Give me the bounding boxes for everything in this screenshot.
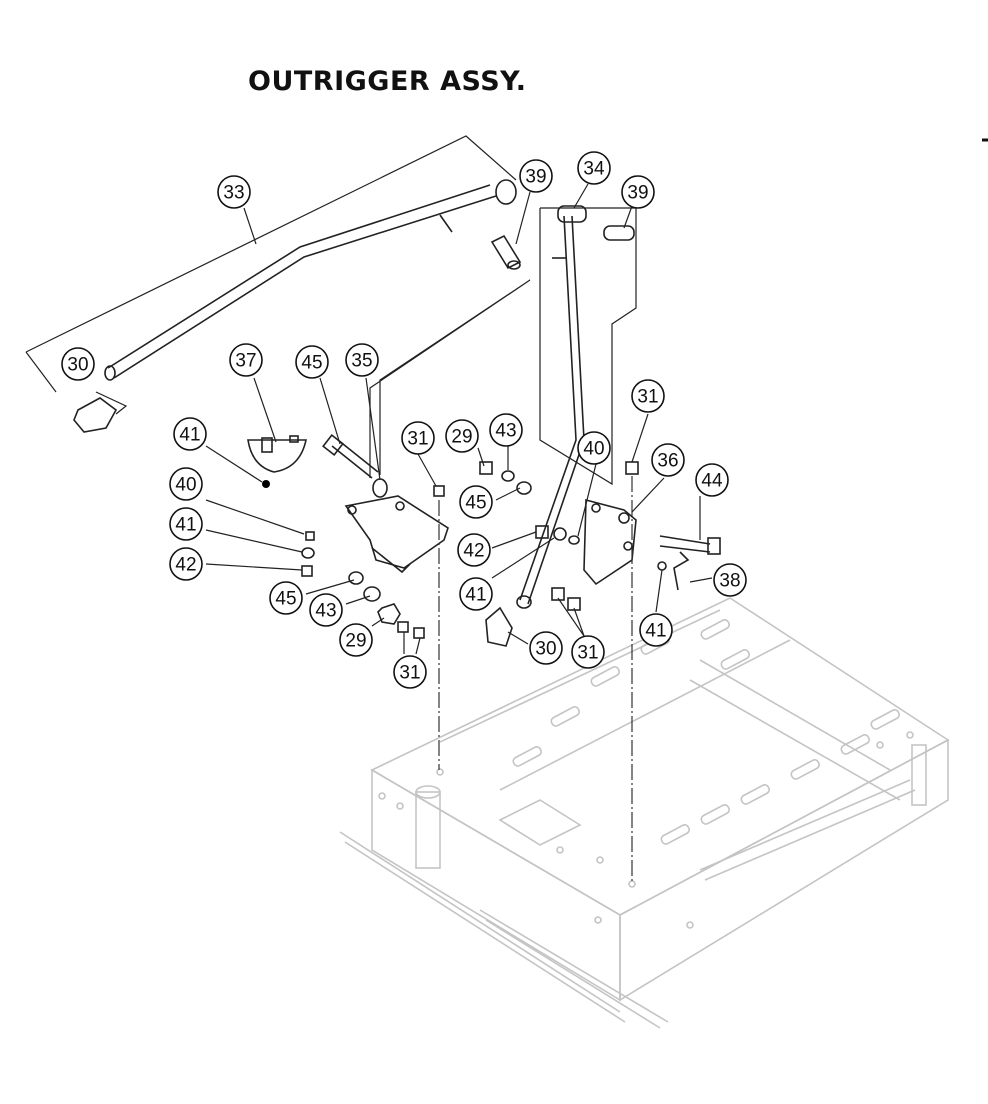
svg-text:29: 29 (345, 631, 366, 652)
svg-text:31: 31 (407, 429, 428, 450)
part-34-lever-right (516, 205, 587, 609)
mower-frame (339, 597, 950, 1029)
svg-text:29: 29 (451, 427, 472, 448)
callout-42: 42 (169, 547, 203, 581)
callout-43: 43 (309, 593, 343, 627)
leader-lines (205, 183, 713, 655)
callout-30: 30 (61, 347, 95, 381)
callout-45: 45 (459, 485, 493, 519)
callout-39: 39 (621, 175, 655, 209)
svg-text:43: 43 (495, 421, 516, 442)
svg-text:31: 31 (637, 387, 658, 408)
part-44-bolt-right (659, 535, 721, 555)
part-36-pivot-bracket (583, 498, 637, 586)
callout-31: 31 (631, 379, 665, 413)
diagram-title: OUTRIGGER ASSY. (248, 66, 527, 97)
callout-41: 41 (639, 613, 673, 647)
part-33-lever-arm (104, 179, 517, 381)
callout-45: 45 (269, 581, 303, 615)
svg-text:30: 30 (535, 639, 556, 660)
svg-text:41: 41 (179, 425, 200, 446)
callout-36: 36 (651, 443, 685, 477)
svg-text:45: 45 (465, 493, 486, 514)
part-33-outline (25, 135, 517, 353)
svg-text:38: 38 (719, 571, 740, 592)
part-35-pivot-plate (344, 478, 449, 574)
part-30-leader (95, 391, 128, 415)
svg-text:40: 40 (175, 475, 196, 496)
callout-40: 40 (577, 431, 611, 465)
svg-text:42: 42 (463, 541, 484, 562)
callout-39: 39 (519, 159, 553, 193)
part-37-clip (247, 435, 307, 473)
callout-30: 30 (529, 631, 563, 665)
callout-29: 29 (445, 419, 479, 453)
svg-text:41: 41 (645, 621, 666, 642)
svg-text:41: 41 (465, 585, 486, 606)
callout-38: 38 (713, 563, 747, 597)
callout-41: 41 (173, 417, 207, 451)
part-39-sleeve-left (490, 234, 522, 270)
svg-text:41: 41 (175, 515, 196, 536)
callout-31: 31 (401, 421, 435, 455)
svg-text:30: 30 (67, 355, 88, 376)
svg-text:34: 34 (583, 159, 605, 180)
callout-31: 31 (393, 655, 427, 689)
svg-text:45: 45 (275, 589, 296, 610)
callout-41: 41 (169, 507, 203, 541)
svg-text:31: 31 (577, 643, 598, 664)
svg-text:36: 36 (657, 451, 678, 472)
callout-43: 43 (489, 413, 523, 447)
svg-text:37: 37 (235, 351, 256, 372)
callout-42: 42 (457, 533, 491, 567)
callout-37: 37 (229, 343, 263, 377)
callout-41: 41 (459, 577, 493, 611)
left-bracket-outline (369, 279, 531, 478)
part-33-outline-end (25, 351, 57, 393)
callout-45: 45 (295, 345, 329, 379)
callout-40: 40 (169, 467, 203, 501)
svg-text:42: 42 (175, 555, 196, 576)
part-39-sleeve-right (603, 225, 635, 241)
callout-44: 44 (695, 463, 729, 497)
svg-text:35: 35 (351, 351, 372, 372)
callout-31: 31 (571, 635, 605, 669)
svg-text:33: 33 (223, 183, 244, 204)
svg-text:40: 40 (583, 439, 604, 460)
right-hardware-stack (479, 461, 690, 611)
left-hardware-stack (262, 480, 445, 639)
part-30-grip-right (485, 606, 513, 647)
callout-34: 34 (577, 151, 611, 185)
svg-text:44: 44 (701, 471, 723, 492)
callout-35: 35 (345, 343, 379, 377)
part-45-bolt-left (322, 434, 379, 479)
svg-text:45: 45 (301, 353, 322, 374)
svg-text:39: 39 (627, 183, 648, 204)
callout-29: 29 (339, 623, 373, 657)
svg-text:39: 39 (525, 167, 546, 188)
callout-33: 33 (217, 175, 251, 209)
svg-text:31: 31 (399, 663, 420, 684)
part-30-grip-left (73, 397, 118, 433)
svg-text:43: 43 (315, 601, 336, 622)
